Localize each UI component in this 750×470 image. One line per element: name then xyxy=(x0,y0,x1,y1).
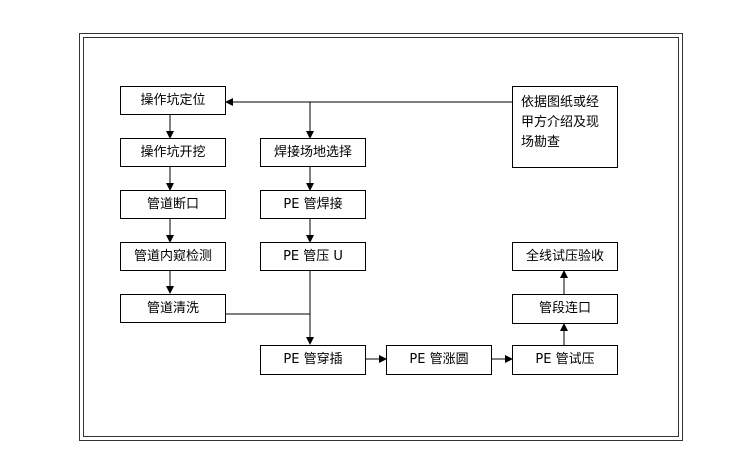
node-site-survey: 依据图纸或经甲方介绍及现场勘查 xyxy=(512,86,618,168)
node-pe-press-u: PE 管压 U xyxy=(260,242,366,271)
node-weld-site: 焊接场地选择 xyxy=(260,138,366,167)
node-final-test: 全线试压验收 xyxy=(512,242,618,271)
diagram-frame xyxy=(79,33,683,441)
node-pe-pressure-test: PE 管试压 xyxy=(512,345,618,375)
node-pit-position: 操作坑定位 xyxy=(120,86,226,115)
node-pit-dig: 操作坑开挖 xyxy=(120,138,226,167)
node-pipe-cut: 管道断口 xyxy=(120,190,226,219)
node-pe-insert: PE 管穿插 xyxy=(260,345,366,375)
node-pe-weld: PE 管焊接 xyxy=(260,190,366,219)
node-pe-expand: PE 管涨圆 xyxy=(386,345,492,375)
node-section-connect: 管段连口 xyxy=(512,294,618,324)
diagram-inner-frame xyxy=(83,37,679,437)
node-pipe-clean: 管道清洗 xyxy=(120,294,226,323)
node-pipe-inspect: 管道内窥检测 xyxy=(120,242,226,271)
